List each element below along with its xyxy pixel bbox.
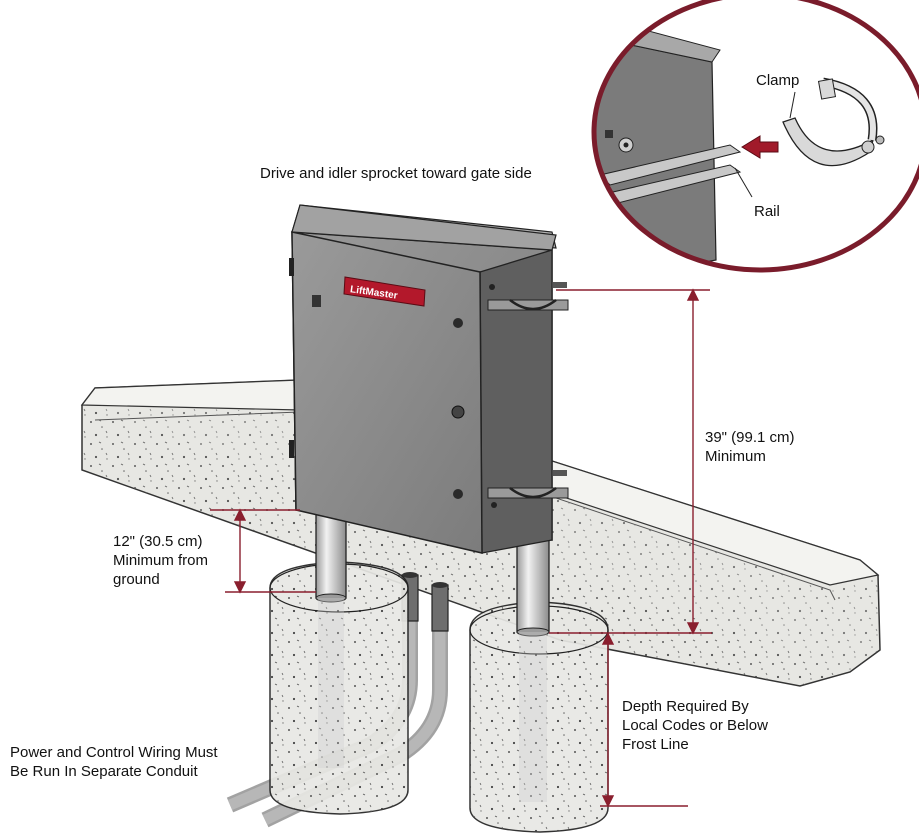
left-support-pipe bbox=[315, 489, 347, 768]
left-concrete-footing bbox=[269, 561, 409, 815]
gate-operator-box bbox=[289, 204, 557, 554]
clamp-label: Clamp bbox=[756, 72, 800, 89]
sprocket-label: Drive and idler sprocket toward gate sid… bbox=[260, 165, 532, 182]
clamp-detail-inset bbox=[591, 0, 919, 273]
rail-label: Rail bbox=[754, 203, 780, 220]
footing-depth-label: Depth Required By Local Codes or Below F… bbox=[622, 698, 768, 753]
pipe-clamps bbox=[487, 282, 569, 499]
insertion-arrow-icon bbox=[741, 135, 779, 159]
ground-clearance-label: 12" (30.5 cm) Minimum from ground bbox=[113, 533, 209, 588]
dimension-lines bbox=[210, 288, 712, 808]
wiring-note-label: Power and Control Wiring Must Be Run In … bbox=[10, 744, 218, 780]
height-minimum-label: 39" (99.1 cm) Minimum bbox=[705, 429, 795, 465]
right-concrete-footing bbox=[469, 601, 609, 833]
